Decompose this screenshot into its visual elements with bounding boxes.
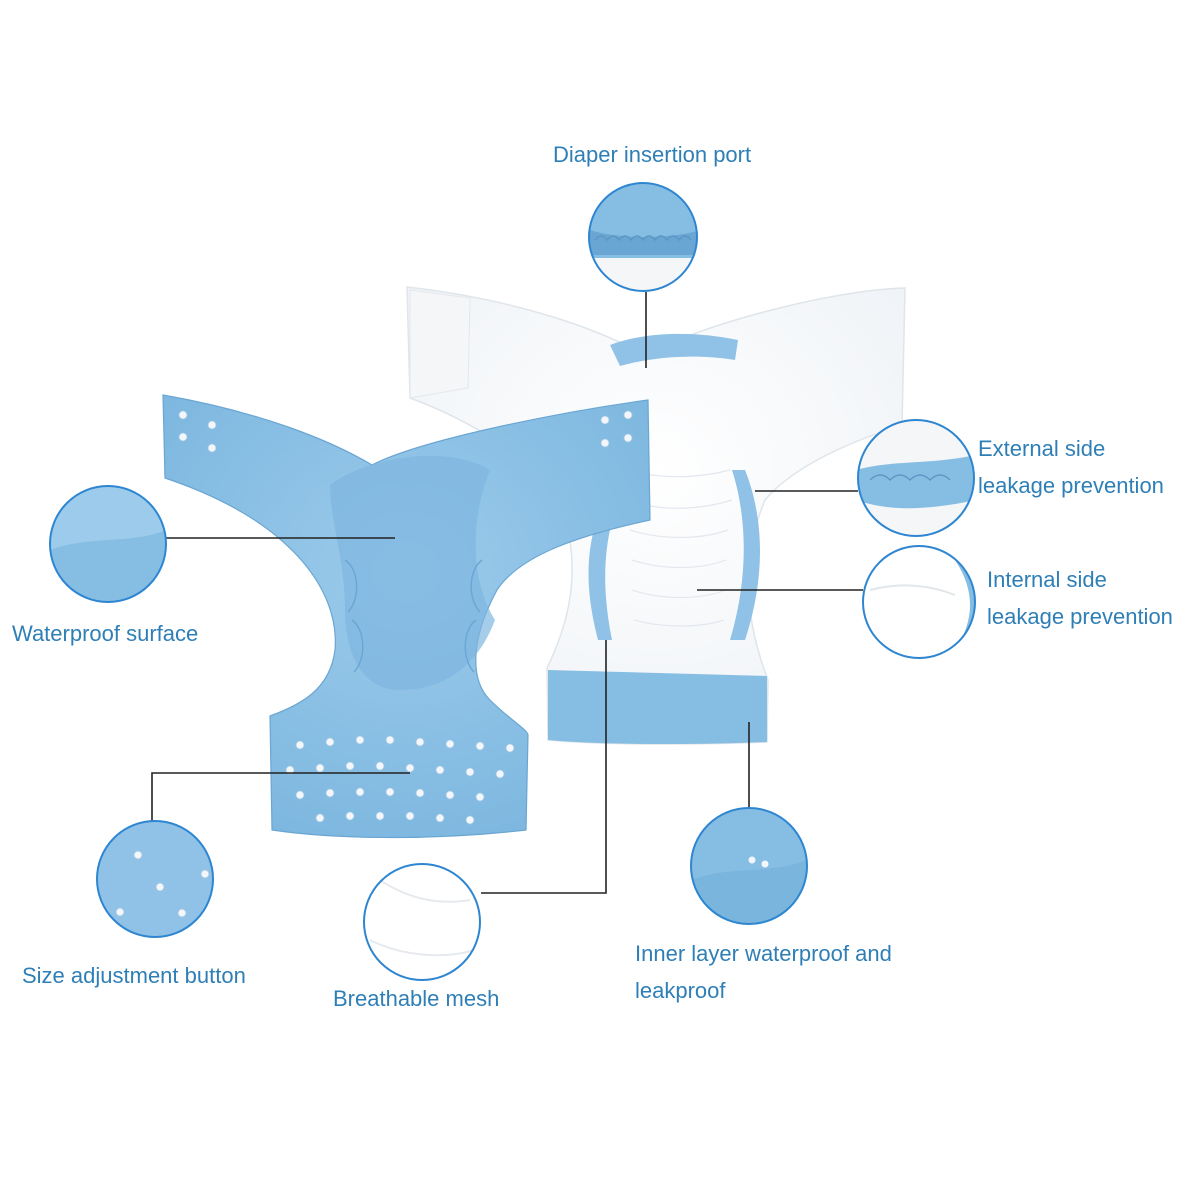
insertion-pocket-band [610, 333, 738, 366]
zoom-size-buttons [96, 820, 214, 938]
white-diaper-back-view [406, 286, 906, 745]
zoom-insertion-port [588, 182, 698, 292]
leader-size-button [151, 772, 410, 834]
label-diaper-insertion-port: Diaper insertion port [553, 142, 752, 167]
snap-buttons-waist [178, 410, 633, 453]
inner-layer-band [548, 670, 767, 745]
label-external-side-leakage: External side leakage prevention [978, 436, 1164, 498]
label-size-adjustment-button: Size adjustment button [22, 963, 246, 988]
label-internal-side-leakage: Internal side leakage prevention [987, 567, 1173, 629]
zoom-inner-layer [690, 807, 808, 925]
label-waterproof-surface: Waterproof surface [12, 621, 199, 646]
zoom-external-side [857, 419, 975, 537]
elastic-gathers [344, 559, 483, 673]
blue-diaper-inner-pocket [330, 455, 495, 690]
blue-diaper-front-view [162, 394, 651, 839]
zoom-internal-side [862, 545, 976, 659]
zoom-breathable-mesh [363, 863, 481, 981]
velcro-tab-left [409, 289, 471, 399]
external-gusset-right [730, 470, 760, 640]
zoom-waterproof-surface [49, 485, 167, 603]
ruffle-lines [627, 469, 733, 627]
leader-breathable-mesh [481, 640, 607, 894]
leader-lines [151, 292, 863, 894]
snap-buttons-front-panel [285, 735, 515, 825]
external-gusset-left [588, 510, 615, 640]
label-breathable-mesh: Breathable mesh [333, 986, 500, 1011]
label-inner-layer-waterproof: Inner layer waterproof and leakproof [635, 941, 892, 1003]
